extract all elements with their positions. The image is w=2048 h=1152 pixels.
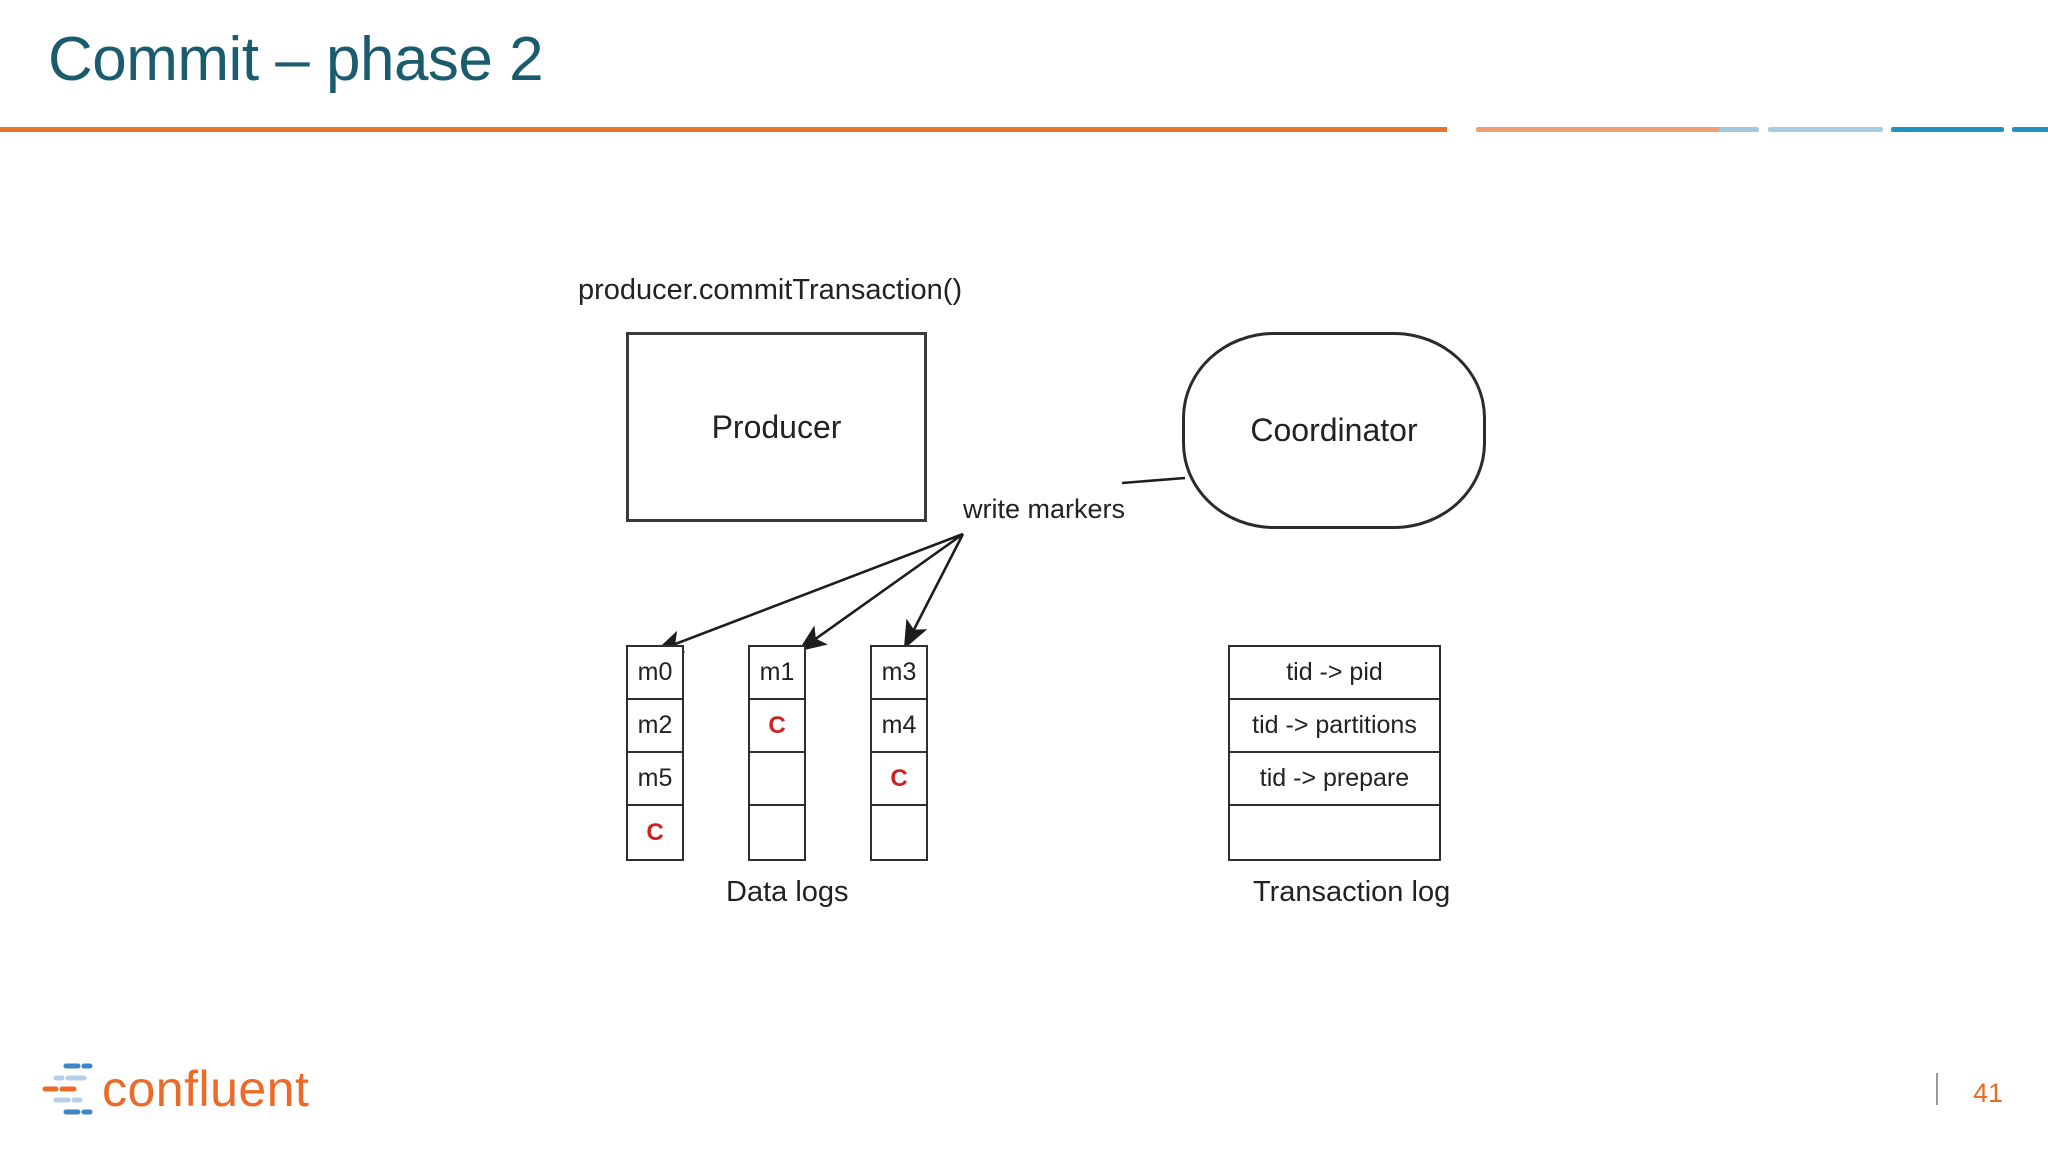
- data-log-cell: m0: [628, 647, 682, 700]
- producer-commit-call-label: producer.commitTransaction(): [578, 274, 963, 306]
- data-logs-caption: Data logs: [726, 876, 849, 908]
- data-log-cell: m2: [628, 700, 682, 753]
- producer-node: Producer: [626, 332, 927, 522]
- data-log-cell: m3: [872, 647, 926, 700]
- rule-segment-orange-light: [1476, 127, 1729, 132]
- rule-segment-blue-light: [1768, 127, 1883, 132]
- producer-node-label: Producer: [711, 408, 842, 445]
- footer-divider: [1936, 1073, 1938, 1105]
- data-log-cell: m1: [750, 647, 804, 700]
- data-log-cell: [750, 753, 804, 806]
- data-log-cell: m5: [628, 753, 682, 806]
- rule-segment-blue-light-small: [1719, 127, 1759, 132]
- write-markers-label: write markers: [963, 494, 1126, 524]
- data-log-cell: [750, 806, 804, 859]
- title-underline-rule: [0, 127, 1447, 132]
- coordinator-node-label: Coordinator: [1250, 412, 1418, 448]
- transaction-log-row: tid -> pid: [1230, 647, 1439, 700]
- page-title: Commit – phase 2: [48, 25, 544, 94]
- coordinator-node: Coordinator: [1182, 332, 1486, 529]
- commit-marker-cell: C: [646, 818, 664, 846]
- commit-marker-cell: C: [872, 753, 926, 806]
- confluent-logo-mark: [42, 1063, 93, 1115]
- data-log-cell: [872, 806, 926, 859]
- commit-marker-cell: C: [750, 700, 804, 753]
- page-number: 41: [1972, 1078, 2003, 1108]
- confluent-wordmark: confluent: [102, 1061, 310, 1117]
- transaction-log-row: tid -> partitions: [1230, 700, 1439, 753]
- data-log-cell: m4: [872, 700, 926, 753]
- transaction-log-row: [1230, 806, 1439, 859]
- confluent-logo: confluent: [40, 1058, 310, 1120]
- rule-segment-blue-small: [2012, 127, 2048, 132]
- transaction-log-caption: Transaction log: [1253, 876, 1451, 908]
- transaction-log-row: tid -> prepare: [1230, 753, 1439, 806]
- rule-segment-blue: [1891, 127, 2004, 132]
